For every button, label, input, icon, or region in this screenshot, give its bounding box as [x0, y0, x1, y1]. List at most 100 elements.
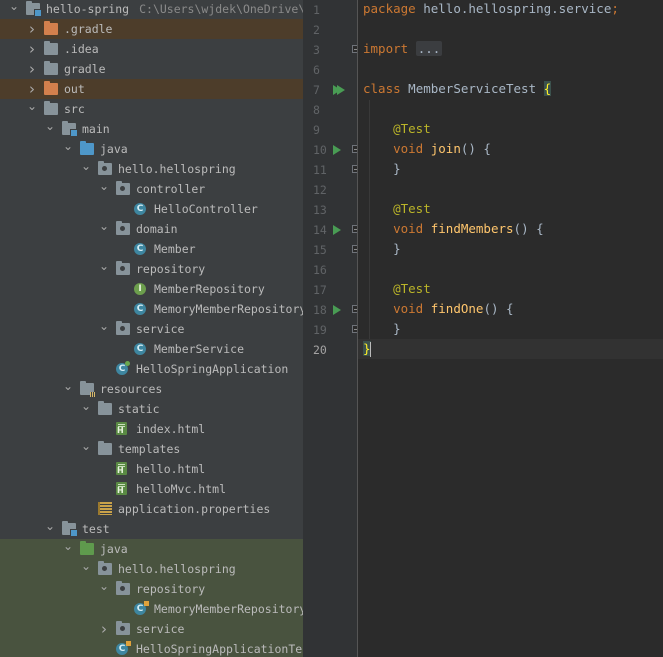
code-line[interactable]: @Test [358, 119, 663, 139]
chevron-down-icon[interactable]: ⌄ [80, 439, 92, 453]
gutter-line: 9 [303, 120, 357, 140]
chevron-down-icon[interactable]: ⌄ [26, 99, 38, 113]
tree-item-label: HelloSpringApplication [136, 362, 289, 376]
chevron-down-icon[interactable]: ⌄ [62, 139, 74, 153]
code-line[interactable] [358, 99, 663, 119]
code-token: @Test [393, 121, 431, 136]
tree-item[interactable]: ⌄controller [0, 179, 303, 199]
gutter-line: 15 [303, 240, 360, 260]
chevron-down-icon[interactable]: ⌄ [62, 379, 74, 393]
chevron-down-icon[interactable]: ⌄ [80, 559, 92, 573]
module-folder-icon [62, 121, 78, 137]
chevron-down-icon[interactable]: ⌄ [98, 579, 110, 593]
chevron-right-icon[interactable]: › [29, 40, 35, 58]
code-line[interactable]: void join() { [358, 139, 663, 159]
tree-item[interactable]: CHelloSpringApplicationTests [0, 639, 303, 657]
tree-item[interactable]: ›out [0, 79, 303, 99]
tree-item[interactable]: ⌄domain [0, 219, 303, 239]
code-token [363, 141, 393, 156]
tree-item[interactable]: ⌄ hello.hellospring [0, 559, 303, 579]
chevron-right-icon[interactable]: › [101, 620, 107, 638]
code-editor[interactable]: package hello.hellospring.service; import… [358, 0, 663, 657]
run-test-icon[interactable] [333, 145, 341, 155]
chevron-down-icon[interactable]: ⌄ [98, 219, 110, 233]
code-line[interactable]: void findOne() { [358, 299, 663, 319]
tree-item[interactable]: ⌄repository [0, 579, 303, 599]
code-line[interactable]: import ... [358, 39, 663, 59]
chevron-down-icon[interactable]: ⌄ [98, 319, 110, 333]
tree-item-label: resources [100, 382, 163, 396]
run-test-icon[interactable] [333, 225, 341, 235]
code-line[interactable]: } [358, 239, 663, 259]
code-line[interactable]: void findMembers() { [358, 219, 663, 239]
chevron-right-icon[interactable]: › [29, 60, 35, 78]
chevron-down-icon[interactable]: ⌄ [80, 159, 92, 173]
tree-item-label: hello.hellospring [118, 562, 236, 576]
tree-item[interactable]: ⌄hello.hellospring [0, 159, 303, 179]
chevron-down-icon[interactable]: ⌄ [80, 399, 92, 413]
chevron-right-icon[interactable]: › [29, 80, 35, 98]
code-token [423, 301, 431, 316]
code-line[interactable] [358, 59, 663, 79]
code-token: } [363, 321, 401, 336]
chevron-right-icon[interactable]: › [29, 20, 35, 38]
code-line[interactable]: @Test [358, 279, 663, 299]
chevron-down-icon[interactable]: ⌄ [62, 539, 74, 553]
code-line[interactable]: } [358, 159, 663, 179]
tree-item[interactable]: ⌄java [0, 539, 303, 559]
chevron-down-icon[interactable]: ⌄ [8, 0, 20, 13]
code-token: } [363, 241, 401, 256]
tree-item[interactable]: ⌄ resources [0, 379, 303, 399]
tree-item[interactable]: ›.gradle [0, 19, 303, 39]
code-line[interactable] [358, 19, 663, 39]
code-line[interactable]: class MemberServiceTest { [358, 79, 663, 99]
code-token: void [393, 141, 424, 156]
tree-item[interactable]: ⌄java [0, 139, 303, 159]
tree-item-label: .idea [64, 42, 99, 56]
line-number: 9 [313, 123, 320, 137]
line-number: 10 [313, 143, 327, 157]
folder-icon [44, 101, 58, 115]
chevron-down-icon[interactable]: ⌄ [44, 119, 56, 133]
tree-item[interactable]: application.properties [0, 499, 303, 519]
tree-item[interactable]: ⌄test [0, 519, 303, 539]
code-line[interactable] [358, 179, 663, 199]
code-token: hello.hellospring.service [415, 1, 612, 16]
chevron-down-icon[interactable]: ⌄ [44, 519, 56, 533]
tree-item[interactable]: ⌄hello-springC:\Users\wjdek\OneDrive\Des… [0, 0, 303, 19]
code-line[interactable]: } [358, 319, 663, 339]
tree-item[interactable]: ›gradle [0, 59, 303, 79]
tree-item[interactable]: ⌄main [0, 119, 303, 139]
code-line[interactable]: } [358, 339, 663, 359]
code-line[interactable] [358, 259, 663, 279]
code-token: { [543, 81, 552, 96]
run-test-icon[interactable] [333, 305, 341, 315]
tree-item[interactable]: ›service [0, 619, 303, 639]
code-line[interactable]: package hello.hellospring.service; [358, 0, 663, 19]
tree-item[interactable]: › .idea [0, 39, 303, 59]
chevron-down-icon[interactable]: ⌄ [98, 179, 110, 193]
tree-item[interactable]: ⌄service [0, 319, 303, 339]
tree-item[interactable]: ⌄src [0, 99, 303, 119]
tree-item[interactable]: ⌄static [0, 399, 303, 419]
code-line[interactable]: @Test [358, 199, 663, 219]
project-tree-panel[interactable]: ⌄hello-springC:\Users\wjdek\OneDrive\Des… [0, 0, 303, 657]
text-caret [369, 342, 371, 357]
tree-item-label: MemberRepository [154, 282, 265, 296]
tree-item[interactable]: CMemoryMemberRepositoryTes [0, 599, 303, 619]
run-tests-icon[interactable] [337, 85, 345, 95]
package-icon [116, 621, 130, 635]
chevron-down-icon[interactable]: ⌄ [98, 259, 110, 273]
tree-item[interactable]: ⌄repository [0, 259, 303, 279]
tree-item[interactable]: ⌄templates [0, 439, 303, 459]
